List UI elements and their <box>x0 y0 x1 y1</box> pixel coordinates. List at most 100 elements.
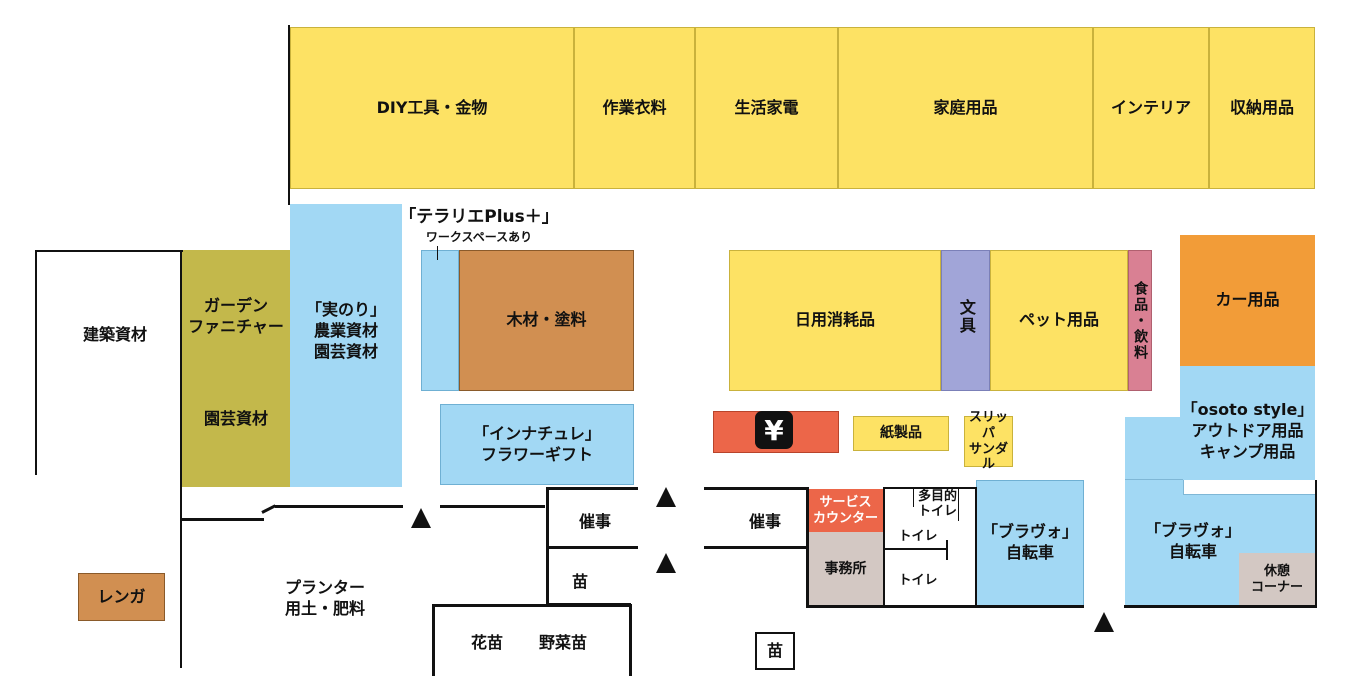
outdoor-divider <box>1183 494 1315 495</box>
zone-label: ガーデン ファニチャー <box>188 296 284 336</box>
wall <box>946 540 948 560</box>
zone-label: 日用消耗品 <box>794 310 875 330</box>
zone-label: スリッパ サンダル <box>968 410 1008 473</box>
zone-rest[interactable]: 休憩 コーナー <box>1239 553 1315 606</box>
zone-label: 家庭用品 <box>933 97 998 117</box>
zone-diy-tools[interactable]: DIY工具・金物 <box>290 27 574 189</box>
wall <box>180 250 182 668</box>
zone-innachure[interactable]: 「インナチュレ」 フラワーギフト <box>440 404 634 485</box>
zone-household[interactable]: 家庭用品 <box>838 27 1093 189</box>
zone-planter[interactable]: プランター 用土・肥料 <box>284 578 365 618</box>
zone-bicycle-right-a[interactable] <box>1125 480 1183 606</box>
wall <box>975 487 977 607</box>
zone-label: DIY工具・金物 <box>376 97 488 117</box>
zone-label: ペット用品 <box>1018 310 1099 330</box>
zone-minori[interactable]: 「実のり」 農業資材 園芸資材 <box>290 204 402 487</box>
zone-seedling-box[interactable]: 苗 <box>755 632 795 670</box>
zone-building-materials[interactable]: 建築資材 <box>82 325 147 344</box>
zone-brick[interactable]: レンガ <box>78 573 165 621</box>
zone-gardening-label: 園芸資材 <box>203 409 268 428</box>
zone-paper[interactable]: 紙製品 <box>853 416 949 451</box>
zone-label: 事務所 <box>824 560 867 577</box>
wall <box>883 487 977 489</box>
zone-workwear[interactable]: 作業衣料 <box>574 27 695 189</box>
zone-label: 生活家電 <box>734 97 799 117</box>
entrance-triangle-icon <box>656 487 676 507</box>
zone-service-counter[interactable]: サービス カウンター <box>808 489 883 532</box>
zone-pet[interactable]: ペット用品 <box>990 250 1128 391</box>
zone-label: 「インナチュレ」 フラワーギフト <box>473 423 601 464</box>
wall <box>182 518 264 521</box>
zone-garden-furniture[interactable]: ガーデン ファニチャー <box>182 250 290 487</box>
wall <box>958 489 959 521</box>
wall <box>883 548 947 550</box>
zone-bicycle-center[interactable]: 「ブラヴォ」 自転車 <box>976 480 1084 606</box>
zone-food[interactable]: 食品・飲料 <box>1128 250 1152 391</box>
zone-label: 食品・飲料 <box>1132 280 1149 361</box>
wall <box>261 504 277 514</box>
zone-label: 収納用品 <box>1229 97 1294 117</box>
zone-event-right[interactable]: 催事 <box>748 512 781 531</box>
zone-label: 「ブラヴォ」 自転車 <box>981 522 1078 562</box>
zone-label: 作業衣料 <box>602 97 667 117</box>
zone-outdoor-label: 「osoto style」 アウトドア用品 キャンプ用品 <box>1181 400 1314 461</box>
zone-multi-toilet[interactable]: 多目的 トイレ <box>917 489 957 519</box>
zone-label: カー用品 <box>1215 290 1280 310</box>
zone-office[interactable]: 事務所 <box>808 532 883 606</box>
wall <box>35 250 183 252</box>
wall <box>440 505 545 508</box>
zone-label: サービス カウンター <box>812 494 878 526</box>
entrance-triangle-icon <box>411 508 431 528</box>
zone-storage[interactable]: 収納用品 <box>1209 27 1315 189</box>
wall <box>432 604 632 607</box>
zone-stationery[interactable]: 文具 <box>941 250 990 391</box>
yen-icon: ¥ <box>755 411 793 449</box>
zone-toilet-2[interactable]: トイレ <box>898 573 938 588</box>
zone-label: 苗 <box>766 640 783 660</box>
zone-car[interactable]: カー用品 <box>1180 235 1315 366</box>
zone-terarie-workspace[interactable] <box>421 250 459 391</box>
wall <box>1315 480 1317 608</box>
zone-toilet-1[interactable]: トイレ <box>898 529 938 544</box>
zone-label: 休憩 コーナー <box>1250 563 1303 595</box>
zone-daily-goods[interactable]: 日用消耗品 <box>729 250 941 391</box>
wall <box>883 487 885 607</box>
zone-label: 文具 <box>956 299 976 335</box>
zone-outdoor-lower[interactable] <box>1125 417 1315 480</box>
wall <box>704 487 808 490</box>
entrance-triangle-icon <box>656 553 676 573</box>
zone-outdoor-upper[interactable] <box>1180 366 1315 417</box>
zone-slippers[interactable]: スリッパ サンダル <box>964 410 1013 472</box>
wall <box>806 605 1084 608</box>
wall <box>913 489 914 507</box>
wall <box>432 604 435 676</box>
wall <box>704 546 808 549</box>
zone-event-left[interactable]: 催事 <box>578 512 611 531</box>
wall <box>1124 605 1316 608</box>
terarie-title: 「テラリエPlus＋」 <box>399 207 559 227</box>
zone-label: インテリア <box>1110 97 1191 117</box>
zone-label: 「実のり」 農業資材 園芸資材 <box>305 300 386 361</box>
zone-interior[interactable]: インテリア <box>1093 27 1209 189</box>
zone-label: レンガ <box>97 586 146 606</box>
wall <box>288 25 290 205</box>
wall <box>546 487 638 490</box>
zone-vegetable-seedlings[interactable]: 野菜苗 <box>538 633 587 652</box>
wall <box>275 505 403 508</box>
zone-flower-seedlings[interactable]: 花苗 <box>470 633 503 652</box>
outdoor-divider <box>1183 480 1184 495</box>
entrance-triangle-icon <box>1094 612 1114 632</box>
zone-label: 紙製品 <box>880 425 922 442</box>
zone-bicycle-right-label: 「ブラヴォ」 自転車 <box>1144 521 1241 561</box>
wall <box>806 487 809 607</box>
wall <box>546 546 638 549</box>
outdoor-divider <box>1125 479 1183 480</box>
terarie-subtitle: ワークスペースあり <box>425 230 533 244</box>
zone-seedling-left[interactable]: 苗 <box>571 572 588 591</box>
zone-wood-paint[interactable]: 木材・塗料 <box>459 250 634 391</box>
wall <box>629 604 632 676</box>
zone-appliances[interactable]: 生活家電 <box>695 27 838 189</box>
terarie-pointer-line <box>437 246 438 260</box>
wall <box>35 250 37 475</box>
